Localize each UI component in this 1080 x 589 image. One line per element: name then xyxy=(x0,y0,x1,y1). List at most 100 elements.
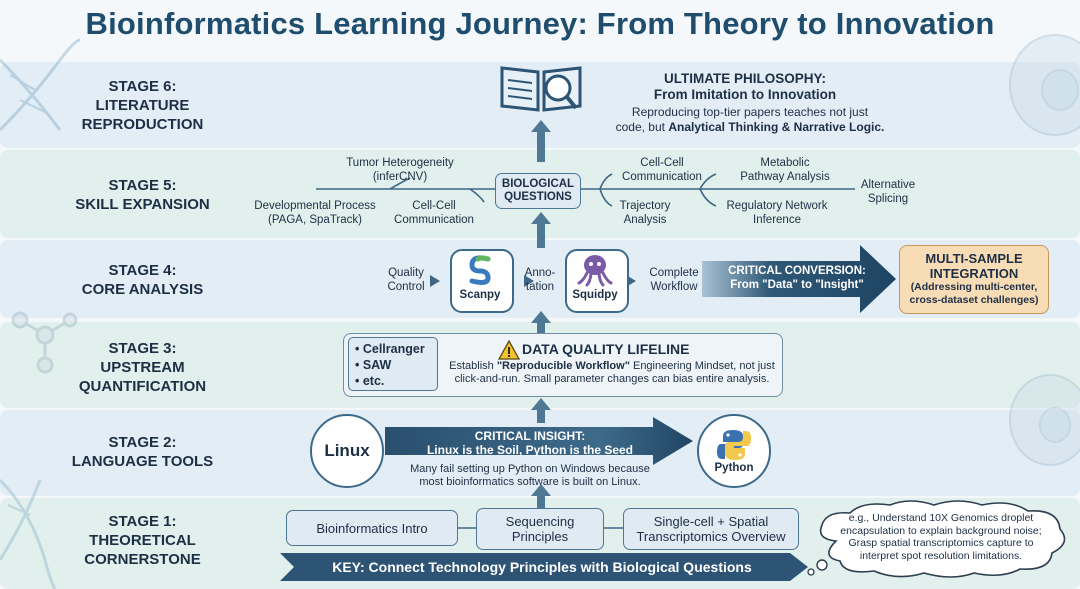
regulatory-network-node: Regulatory Network Inference xyxy=(712,199,842,227)
developmental-process-node: Developmental Process (PAGA, SpaTrack) xyxy=(240,199,390,227)
cloud-line: encapsulation to explain background nois… xyxy=(840,524,1042,537)
metabolic-pathway-node: Metabolic Pathway Analysis xyxy=(725,156,845,184)
tumor-line: Tumor Heterogeneity xyxy=(346,157,454,169)
philosophy-body-bold: Analytical Thinking & Narrative Logic. xyxy=(668,120,885,134)
stage-5-up-arrow-head xyxy=(531,212,551,224)
stage-2-label-line: STAGE 2: xyxy=(108,434,177,451)
dna-helix-icon xyxy=(0,478,57,589)
stage-4-label-line: STAGE 4: xyxy=(108,262,177,279)
stage-5-label: STAGE 5: SKILL EXPANSION xyxy=(40,176,245,214)
squidpy-label: Squidpy xyxy=(572,289,618,301)
key-banner-text: KEY: Connect Technology Principles with … xyxy=(332,559,752,575)
linux-circle: Linux xyxy=(310,414,384,488)
desc-plain: Establish xyxy=(449,360,497,372)
ccc-right-line: Communication xyxy=(622,171,702,183)
philosophy-heading-line: From Imitation to Innovation xyxy=(653,87,837,102)
multi-sub-line: cross-dataset challenges) xyxy=(909,294,1039,306)
stage-1-connectors xyxy=(455,527,625,529)
data-quality-description: Establish "Reproducible Workflow" Engine… xyxy=(445,360,779,386)
stage-4-label: STAGE 4: CORE ANALYSIS xyxy=(40,261,245,299)
traj-line: Trajectory xyxy=(619,200,671,212)
biological-questions-box: BIOLOGICAL QUESTIONS xyxy=(495,173,581,209)
molecule-icon xyxy=(11,311,78,374)
tool-item: • etc. xyxy=(355,374,385,388)
multi-sample-integration-box: MULTI-SAMPLE INTEGRATION (Addressing mul… xyxy=(899,245,1049,314)
desc-line: click-and-run. Small parameter changes c… xyxy=(454,373,770,385)
stage-2-up-arrow-head xyxy=(531,484,551,496)
critical-conversion-text: CRITICAL CONVERSION: From "Data" to "Ins… xyxy=(712,264,882,292)
philosophy-body-line: Reproducing top-tier papers teaches not … xyxy=(631,105,869,119)
stage-4-label-line: CORE ANALYSIS xyxy=(81,281,204,298)
insight-line: Linux is the Soil, Python is the Seed xyxy=(426,443,634,457)
python-circle: Python xyxy=(697,414,771,488)
multi-title-line: MULTI-SAMPLE xyxy=(925,251,1023,266)
cell-cell-communication-right-node: Cell-Cell Communication xyxy=(612,156,712,184)
intro-label: Bioinformatics Intro xyxy=(316,520,428,536)
stage-1-label-line: CORNERSTONE xyxy=(84,551,201,568)
upstream-tools-box: • Cellranger • SAW • etc. xyxy=(348,337,438,391)
linux-label: Linux xyxy=(324,441,370,460)
stage-6-up-arrow-stem xyxy=(537,130,545,162)
trajectory-analysis-node: Trajectory Analysis xyxy=(600,199,690,227)
stage-4-up-arrow-stem xyxy=(537,322,545,334)
python-logo-icon xyxy=(717,430,751,460)
complete-line: Complete xyxy=(649,267,699,279)
philosophy-heading: ULTIMATE PHILOSOPHY: From Imitation to I… xyxy=(600,71,890,103)
ccc-right-line: Cell-Cell xyxy=(640,157,684,169)
stage-5-connector-lines xyxy=(316,173,855,207)
dna-helix-icon xyxy=(0,38,81,132)
meta-line: Pathway Analysis xyxy=(740,171,830,183)
complete-line: Workflow xyxy=(650,281,698,293)
anno-line: tation xyxy=(525,281,555,293)
single-cell-spatial-box: Single-cell + Spatial Transcriptomics Ov… xyxy=(623,508,799,550)
stage-6-label-line: LITERATURE xyxy=(95,97,190,114)
meta-line: Metabolic xyxy=(760,157,810,169)
multi-title-line: INTEGRATION xyxy=(929,266,1019,281)
tool-item: • SAW xyxy=(355,358,392,372)
linux-python-note: Many fail setting up Python on Windows b… xyxy=(395,463,665,489)
cloud-line: Grasp spatial transcriptomics capture to xyxy=(848,537,1034,549)
page-title: Bioinformatics Learning Journey: From Th… xyxy=(85,6,995,41)
stage-3-label: STAGE 3: UPSTREAM QUANTIFICATION xyxy=(40,339,245,396)
note-line: Many fail setting up Python on Windows b… xyxy=(410,463,650,475)
stage-3-up-arrow-stem xyxy=(537,409,545,423)
sc-line: Single-cell + Spatial xyxy=(653,514,769,529)
tumor-heterogeneity-node: Tumor Heterogeneity (inferCNV) xyxy=(330,156,470,184)
data-quality-lifeline-heading: DATA QUALITY LIFELINE xyxy=(522,341,690,357)
stage-6-label: STAGE 6: LITERATURE REPRODUCTION xyxy=(40,77,245,134)
desc-bold: "Reproducible Workflow" xyxy=(496,360,630,372)
warning-icon xyxy=(498,340,520,360)
quality-control-node: Quality Control xyxy=(376,266,436,294)
stage-2-label-line: LANGUAGE TOOLS xyxy=(71,453,214,470)
stage-6-up-arrow-head xyxy=(531,120,551,132)
alt-line: Splicing xyxy=(867,193,909,205)
philosophy-body: Reproducing top-tier papers teaches not … xyxy=(600,105,900,135)
stage-4-up-arrow-head xyxy=(531,311,551,323)
conversion-line: CRITICAL CONVERSION: xyxy=(728,265,866,277)
biological-questions-line: BIOLOGICAL xyxy=(501,178,575,190)
scanpy-label: Scanpy xyxy=(459,289,501,301)
stage-2-up-arrow-stem xyxy=(537,494,545,510)
tumor-line: (inferCNV) xyxy=(372,171,428,183)
note-line: most bioinformatics software is built on… xyxy=(419,476,641,488)
alt-line: Alternative xyxy=(860,179,916,191)
reg-line: Regulatory Network xyxy=(726,200,828,212)
traj-line: Analysis xyxy=(623,214,667,226)
critical-insight-arrow xyxy=(385,417,693,465)
cell-cell-communication-left-node: Cell-Cell Communication xyxy=(384,199,484,227)
cloud-line: e.g., Understand 10X Genomics droplet xyxy=(848,512,1034,524)
stage-1-label-line: THEORETICAL xyxy=(89,532,196,549)
sc-line: Transcriptomics Overview xyxy=(636,529,786,544)
stage-5-up-arrow-stem xyxy=(537,222,545,248)
stage-6-label-line: REPRODUCTION xyxy=(81,116,204,133)
stage-3-label-line: UPSTREAM xyxy=(100,359,185,376)
critical-conversion-arrow xyxy=(702,245,896,313)
philosophy-body-plain: code, but xyxy=(615,120,669,134)
stage-6-label-line: STAGE 6: xyxy=(108,78,177,95)
bioinformatics-intro-box: Bioinformatics Intro xyxy=(286,510,458,546)
squidpy-logo-icon xyxy=(577,255,613,287)
complete-workflow-node: Complete Workflow xyxy=(640,266,708,294)
stage-5-label-line: SKILL EXPANSION xyxy=(75,196,210,213)
multi-sub-line: (Addressing multi-center, xyxy=(910,281,1038,293)
